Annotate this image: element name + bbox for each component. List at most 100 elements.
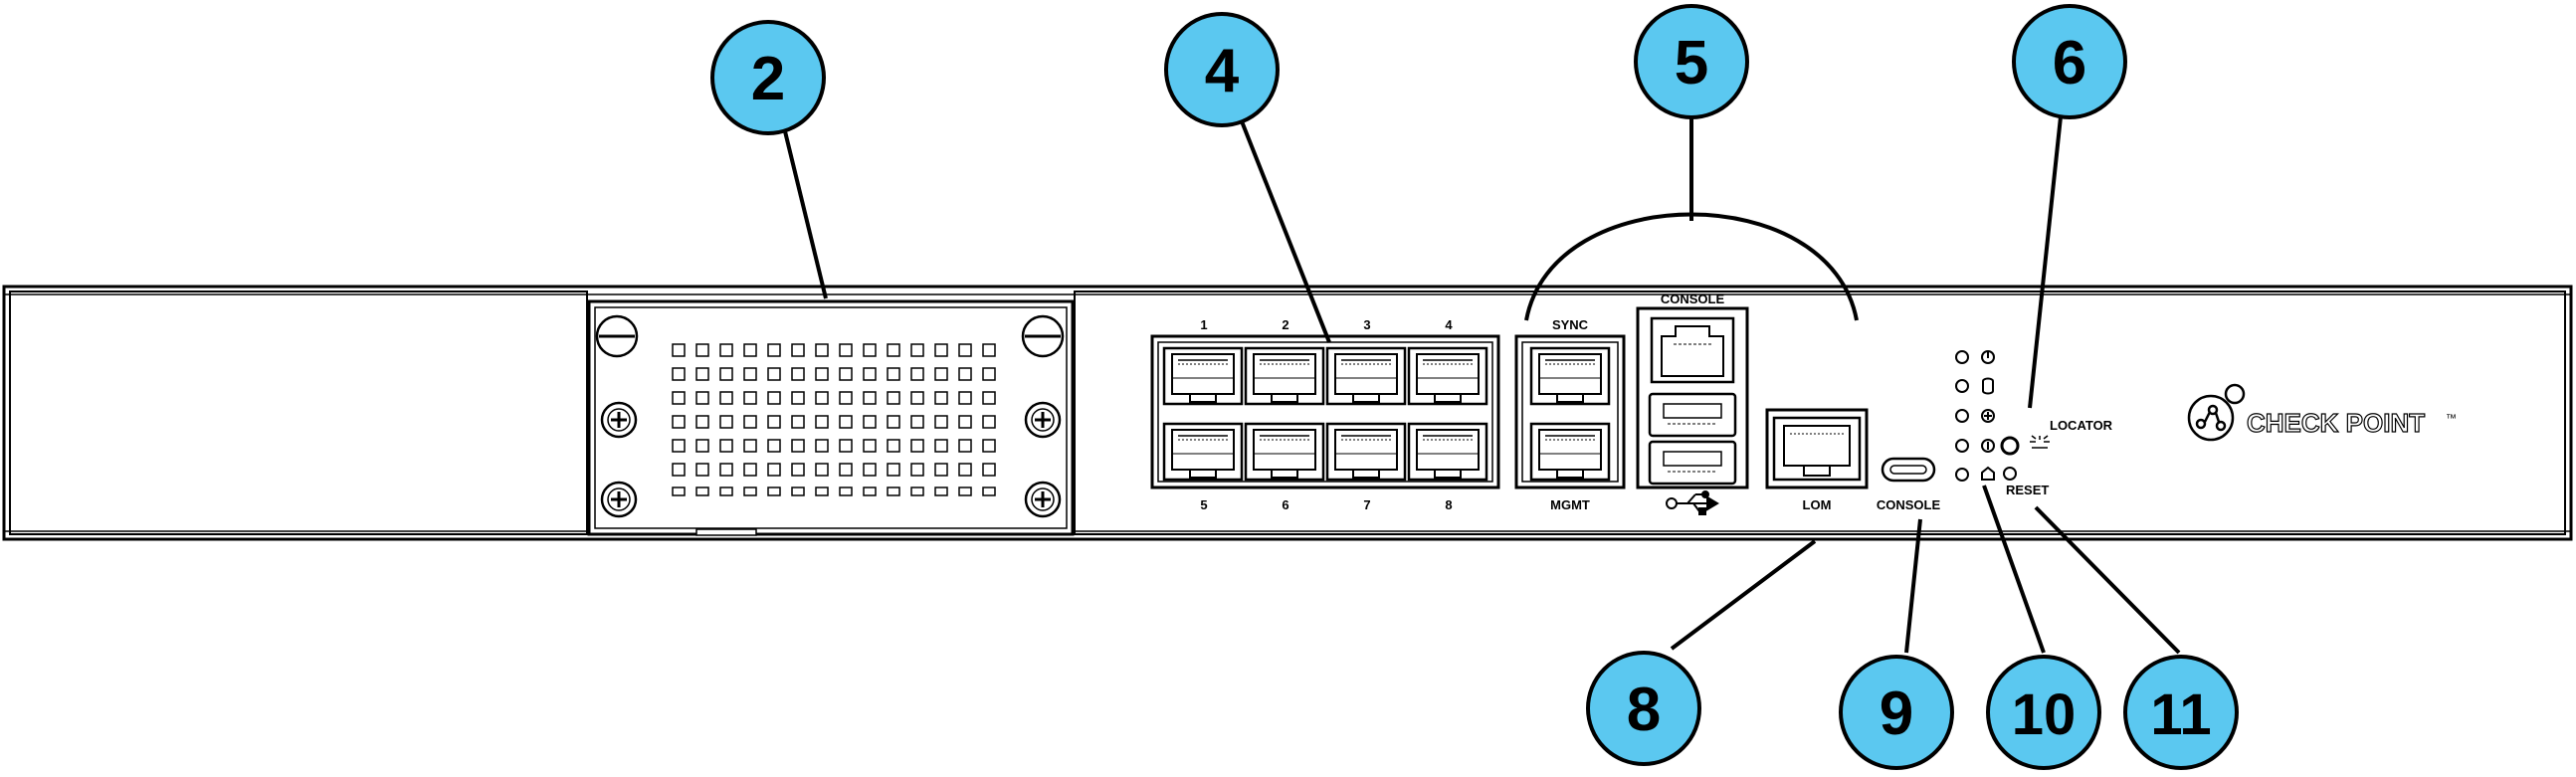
callouts: 2 4 5 6 8 9 10 11 [710,4,2239,770]
vent-slot [910,439,924,453]
screw-icon [600,401,638,439]
power-icon [1981,350,1995,364]
callout-5: 5 [1634,4,1749,119]
vent-slot [695,391,709,405]
lom-port-block: LOM [1765,408,1869,512]
callout-9: 9 [1839,655,1954,770]
vent-slot [695,486,709,496]
expansion-module [587,299,1075,536]
vent-slot [719,415,733,429]
vent-slot [719,486,733,496]
leader-line [1904,518,1922,654]
port-number-label: 3 [1363,317,1370,332]
vent-slot [743,439,757,453]
usb-port-1[interactable] [1648,392,1737,438]
led [1955,468,1969,482]
ethernet-port-3[interactable] [1325,346,1407,406]
vent-slot [934,343,948,357]
ethernet-port-1[interactable] [1162,346,1244,406]
leader-line [2028,106,2064,409]
vent-slot [791,343,805,357]
vent-slot [934,439,948,453]
vent-slot [672,486,686,496]
vent-slot [815,486,829,496]
vent-slot [887,439,900,453]
leader-lines [782,106,2181,655]
vent-slot [767,439,781,453]
vent-slot [839,415,853,429]
vent-slot [839,343,853,357]
vent-slot [719,439,733,453]
vent-slot [695,343,709,357]
vent-slot [863,439,877,453]
lom-port[interactable] [1772,416,1862,482]
brand-trademark: ™ [2446,413,2457,425]
vent-slot [791,415,805,429]
vent-slot [863,415,877,429]
vent-slot [863,463,877,477]
svg-text:8: 8 [1627,676,1661,744]
vent-slot [934,367,948,381]
led [1955,379,1969,393]
vent-slot [719,367,733,381]
screw-icon [1024,481,1062,518]
status-leds [1955,350,1995,482]
locator-label: LOCATOR [2050,418,2113,433]
ethernet-port-2[interactable] [1244,346,1325,406]
vent-slot [982,463,996,477]
thumb-screw-left [595,314,639,358]
mgmt-port[interactable] [1529,422,1611,482]
vent-slot [719,463,733,477]
port-number-label: 4 [1445,317,1453,332]
leader-line [2034,505,2181,655]
usb-port-2[interactable] [1648,440,1737,486]
reset-label: RESET [2006,483,2049,497]
sync-port[interactable] [1529,346,1611,406]
vent-slot [910,486,924,496]
led [1955,350,1969,364]
vent-slot [887,391,900,405]
vent-slot [743,391,757,405]
sync-mgmt-port-block: SYNC MGMT [1514,317,1626,512]
vent-slot [934,463,948,477]
ethernet-port-block: 1 2 3 4 5 6 7 8 [1150,317,1500,512]
port-number-label: 7 [1363,497,1370,512]
vent-slot [719,343,733,357]
console-rj45-port[interactable] [1652,318,1733,382]
vent-slot [791,391,805,405]
usb-icon [1666,490,1719,515]
vent-slot [767,391,781,405]
vent-slot [982,439,996,453]
vent-slot [982,415,996,429]
vent-slot [910,391,924,405]
leader-line [1670,539,1817,651]
reset-button[interactable] [2003,467,2017,481]
callout-11: 11 [2123,655,2239,770]
vent-slot [958,391,972,405]
vent-slot [815,463,829,477]
ethernet-port-8[interactable] [1407,422,1488,482]
vent-slot [767,415,781,429]
locator-button[interactable] [2000,436,2020,456]
ethernet-port-7[interactable] [1325,422,1407,482]
usbc-console-port[interactable] [1881,457,1936,483]
vent-slot [958,415,972,429]
svg-text:10: 10 [2012,682,2077,747]
svg-text:2: 2 [751,45,785,113]
vent-slot [791,367,805,381]
ethernet-port-5[interactable] [1162,422,1244,482]
ethernet-port-4[interactable] [1407,346,1488,406]
vent-slot [934,486,948,496]
vent-slot [815,391,829,405]
vent-slot [672,367,686,381]
vent-slot [934,415,948,429]
vent-slot [863,391,877,405]
vent-slot [982,486,996,496]
ethernet-port-6[interactable] [1244,422,1325,482]
vent-slot [767,367,781,381]
led [1955,439,1969,453]
screw-icon [600,481,638,518]
usbc-console-label: CONSOLE [1877,497,1941,512]
port-number-label: 5 [1200,497,1207,512]
